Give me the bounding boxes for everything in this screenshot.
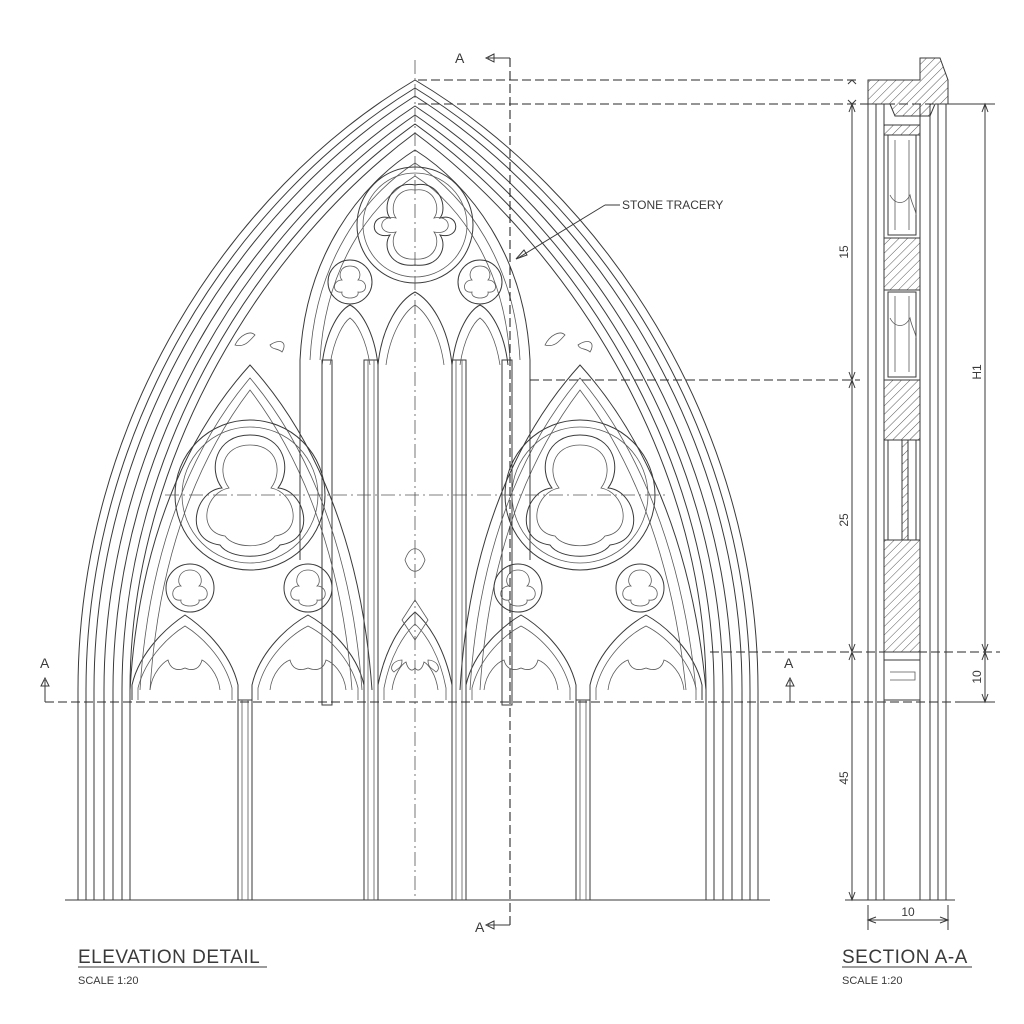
lower-lancets xyxy=(131,611,703,700)
elevation-view: A A A A STONE TRACERY ELEVATION DETAIL S… xyxy=(40,50,1000,987)
section-dimensions-left xyxy=(847,79,857,902)
section-line-horizontal xyxy=(40,676,960,703)
section-mark-right: A xyxy=(784,655,794,671)
dimension-width: 10 xyxy=(901,905,915,919)
dimension-overall: H1 xyxy=(970,364,984,380)
section-profile-lines xyxy=(845,80,955,901)
sub-arches xyxy=(129,364,707,691)
dimension-middle: 25 xyxy=(837,513,851,527)
dimension-lower: 45 xyxy=(837,771,851,785)
section-scale: SCALE 1:20 xyxy=(842,975,903,987)
section-title: SECTION A-A xyxy=(842,947,968,968)
section-dimensions-right xyxy=(948,102,995,704)
dimension-upper: 15 xyxy=(837,245,851,259)
elevation-scale: SCALE 1:20 xyxy=(78,975,139,987)
section-line-vertical xyxy=(484,53,511,930)
dimension-sill: 10 xyxy=(970,670,984,684)
mullions xyxy=(237,359,591,901)
section-cap xyxy=(867,57,949,117)
section-mark-top: A xyxy=(455,50,465,66)
central-cusps xyxy=(321,291,509,366)
section-dimensions-bottom xyxy=(866,905,950,930)
elevation-title: ELEVATION DETAIL xyxy=(78,947,260,968)
section-glazing xyxy=(883,134,921,701)
stone-tracery-label: STONE TRACERY xyxy=(622,198,723,212)
tracery-daggers xyxy=(234,332,593,673)
upper-trefoils xyxy=(327,259,503,305)
lower-trefoils xyxy=(165,563,665,613)
stone-tracery-callout xyxy=(515,204,620,260)
section-mark-left: A xyxy=(40,655,50,671)
section-mark-bottom: A xyxy=(475,919,485,935)
section-stone-blocks xyxy=(883,124,921,653)
section-view: 15 25 45 H1 10 10 SECTION A-A SCALE 1:20 xyxy=(837,57,995,987)
